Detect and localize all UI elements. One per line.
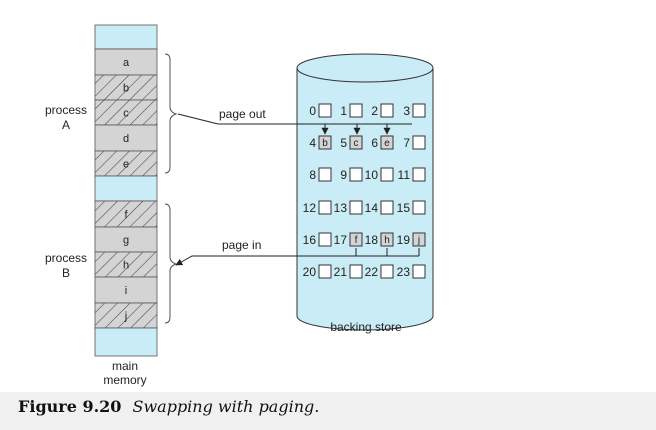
memory-page-label: a (123, 57, 130, 69)
memory-page-label: e (123, 159, 129, 171)
memory-page-label: j (124, 311, 127, 323)
store-block-8 (318, 167, 332, 182)
store-block-4 (318, 135, 332, 150)
store-block-9 (349, 167, 363, 182)
memory-page-b (94, 74, 158, 101)
block-number: 13 (334, 201, 348, 215)
store-page-label: c (354, 138, 359, 149)
store-block-16 (318, 232, 332, 247)
block-number: 20 (303, 265, 317, 279)
memory-page-a (94, 48, 158, 76)
main-memory-label-line2: memory (103, 373, 146, 387)
store-page-label: b (322, 138, 328, 149)
memory-page-h (94, 251, 158, 278)
store-block-14 (380, 200, 394, 215)
block-number: 18 (365, 233, 379, 247)
block-number: 19 (397, 233, 411, 247)
store-block-15 (412, 200, 426, 215)
figure-caption: Figure 9.20 Swapping with paging. (18, 397, 319, 416)
memory-page-label: g (123, 235, 129, 247)
caption-bar (0, 392, 656, 430)
backing-store-cylinder (296, 53, 434, 331)
memory-page-label: c (123, 108, 129, 120)
page-in-label: page in (222, 238, 261, 252)
page-out-arrow (177, 113, 412, 135)
memory-page-label: d (123, 133, 129, 145)
memory-page-d (94, 124, 158, 152)
store-page-label: f (355, 235, 358, 246)
block-number: 11 (398, 168, 411, 182)
store-block-22 (380, 264, 394, 279)
store-block-13 (349, 200, 363, 215)
store-block-3 (412, 103, 426, 118)
block-number: 2 (371, 104, 378, 118)
memory-page-i (94, 276, 158, 304)
block-number: 21 (334, 265, 348, 279)
block-number: 22 (365, 265, 379, 279)
store-block-12 (318, 200, 332, 215)
figure-title: Swapping with paging. (132, 397, 320, 416)
block-number: 4 (309, 136, 316, 150)
block-number: 9 (340, 168, 347, 182)
main-memory: a b c d e f g h i j (94, 24, 158, 357)
process-b-brace (164, 203, 178, 324)
store-block-10 (380, 167, 394, 182)
store-block-6 (380, 135, 394, 150)
store-block-7 (412, 135, 426, 150)
memory-page-j (94, 302, 158, 329)
memory-free-frame (94, 24, 158, 50)
memory-free-frame (94, 327, 158, 357)
block-number: 23 (397, 265, 411, 279)
memory-free-frame (94, 175, 158, 202)
process-b-label-line2: B (62, 266, 70, 280)
store-block-2 (380, 103, 394, 118)
block-number: 14 (365, 201, 379, 215)
block-number: 15 (397, 201, 411, 215)
store-block-20 (318, 264, 332, 279)
page-in-arrow (175, 248, 420, 266)
store-block-5 (349, 135, 363, 150)
block-number: 10 (365, 168, 379, 182)
memory-page-label: h (123, 260, 129, 272)
block-number: 16 (303, 233, 317, 247)
store-page-label: j (417, 235, 420, 246)
swapping-diagram: a b c d e f g h i j main memory process A process… (45, 24, 434, 387)
memory-page-f (94, 200, 158, 228)
store-block-0 (318, 103, 332, 118)
store-block-11 (412, 167, 426, 182)
store-page-label: h (384, 235, 390, 246)
backing-store-label: backing store (330, 320, 402, 334)
store-block-19 (412, 232, 426, 247)
process-a-label-line1: process (45, 103, 87, 117)
store-block-23 (412, 264, 426, 279)
page-out-label: page out (219, 107, 266, 121)
figure-number: Figure 9.20 (18, 397, 122, 416)
memory-page-label: b (123, 83, 129, 95)
block-number: 17 (334, 233, 348, 247)
store-page-label: e (384, 138, 390, 149)
store-block-17 (349, 232, 363, 247)
block-number: 8 (309, 168, 316, 182)
process-a-brace (164, 53, 178, 174)
memory-page-label: f (124, 209, 128, 221)
main-memory-label-line1: main (112, 359, 138, 373)
block-number: 0 (309, 104, 316, 118)
block-number: 12 (303, 201, 317, 215)
process-a-label-line2: A (62, 118, 70, 132)
store-block-1 (349, 103, 363, 118)
store-block-21 (349, 264, 363, 279)
block-number: 7 (403, 136, 410, 150)
block-number: 1 (340, 104, 347, 118)
block-number: 3 (403, 104, 410, 118)
block-number: 6 (371, 136, 378, 150)
process-b-label-line1: process (45, 251, 87, 265)
store-block-18 (380, 232, 394, 247)
block-number: 5 (340, 136, 347, 150)
memory-page-label: i (125, 285, 127, 297)
